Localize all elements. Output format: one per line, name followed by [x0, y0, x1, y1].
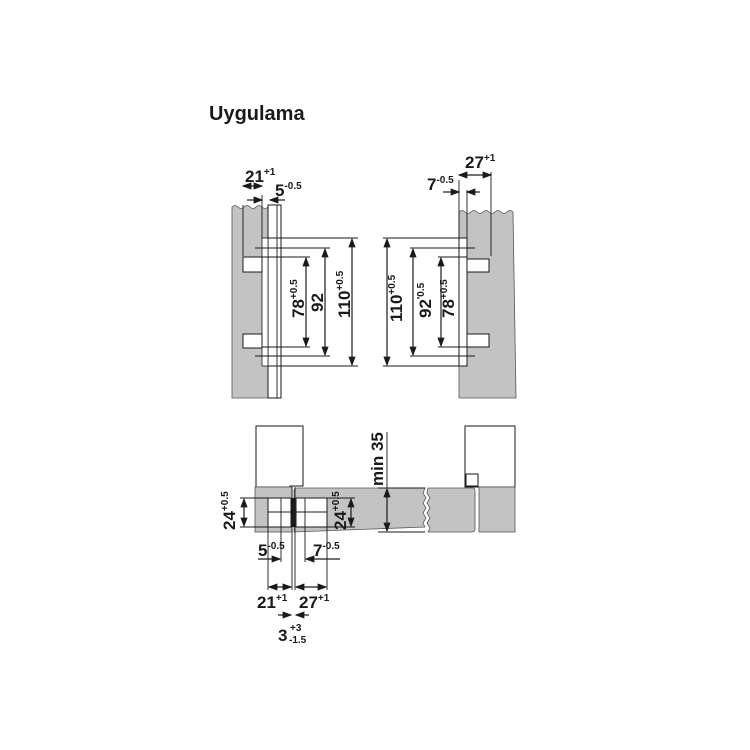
- dim-24-left: 24+0.5: [220, 491, 239, 530]
- dim-78-right: 78+0.5: [439, 279, 458, 318]
- dim-3: 3: [278, 626, 287, 645]
- hinge-cutout-top: [242, 256, 263, 273]
- hinge-cutout-bottom-right: [466, 333, 490, 348]
- dim-7-bottom: 7-0.5: [313, 541, 340, 560]
- cabinet-side-panel: [231, 205, 269, 399]
- cabinet-bottom-mid-right: [426, 487, 476, 533]
- dim-110: 110+0.5: [335, 270, 354, 318]
- top-left-view: 21+1 5-0.5 78+0.5 92 110+0.5: [231, 167, 358, 399]
- dim-3-tol-up: +3: [290, 623, 302, 634]
- cabinet-side-panel-right: [458, 210, 517, 399]
- hinge-cutout-bottom: [242, 333, 263, 349]
- hinge-pivot: [291, 498, 295, 527]
- page-title: Uygulama: [209, 103, 305, 125]
- dim-21: 21+1: [245, 167, 276, 186]
- dim-92-right: 92'0.5: [416, 282, 435, 318]
- door-right-notch: [465, 473, 479, 487]
- top-right-view: 27+1 7-0.5 110+0.5 92'0.5 78+0.5: [383, 153, 517, 399]
- dim-min-35: min 35: [368, 432, 387, 486]
- cabinet-bottom-right: [478, 486, 516, 533]
- door-panel: [267, 204, 282, 399]
- hinge-body-right: [458, 237, 468, 367]
- hinge-body: [261, 237, 269, 367]
- dim-110-right: 110+0.5: [387, 274, 406, 322]
- dim-7: 7-0.5: [427, 175, 454, 194]
- hinge-left: [267, 497, 292, 528]
- bottom-view: 24+0.5 24+0.5 min 35 5-0.5 7-0.5 21+1 27…: [220, 425, 516, 646]
- hinge-right: [295, 497, 328, 528]
- dim-27: 27+1: [465, 153, 496, 172]
- dim-27-bottom: 27+1: [299, 593, 330, 612]
- hinge-cutout-top-right: [466, 258, 490, 273]
- dim-24-right: 24+0.5: [331, 491, 350, 530]
- dim-78: 78+0.5: [289, 279, 308, 318]
- dim-92: 92: [308, 293, 327, 312]
- dim-21-bottom: 21+1: [257, 593, 288, 612]
- dim-5: 5-0.5: [275, 181, 302, 200]
- dim-5-bottom: 5-0.5: [258, 541, 285, 560]
- dim-3-tol-down: -1.5: [289, 635, 307, 646]
- door-left: [255, 425, 304, 488]
